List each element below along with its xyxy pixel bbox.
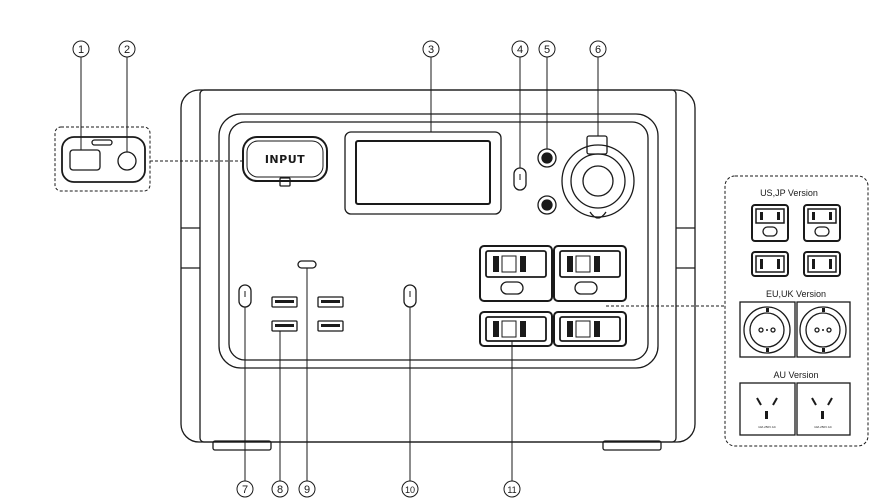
- callout-circle-5: [538, 40, 556, 58]
- callout-1: 1: [78, 44, 84, 56]
- input-detail-panel: [54, 126, 151, 192]
- callout-circle-3: [422, 40, 440, 58]
- input-label: INPUT: [265, 153, 305, 166]
- callouts: 1 2 3 4 5 6 7 8 9 10 11: [72, 40, 607, 498]
- callout-circle-1: [72, 40, 90, 58]
- housing-inner-line: [199, 89, 677, 443]
- front-panel-inner: [228, 121, 649, 361]
- callout-10: 10: [405, 485, 415, 495]
- callout-8: 8: [277, 484, 283, 496]
- callout-circle-10: [401, 480, 419, 498]
- callout-circle-9: [298, 480, 316, 498]
- callout-4: 4: [517, 44, 523, 56]
- usb-a-ports: [271, 296, 344, 332]
- callout-11: 11: [507, 485, 516, 495]
- foot-left: [212, 440, 272, 451]
- eu-uk-version-title: EU,UK Version: [766, 289, 826, 299]
- usb-c-port: [297, 260, 317, 269]
- ac-outlets: [479, 245, 627, 347]
- au-outlets: 10A 250V AC 10A 250V AC: [739, 382, 851, 436]
- us-jp-outlets: [751, 204, 841, 277]
- lcd-display: [344, 131, 502, 215]
- callout-circle-11: [503, 480, 521, 498]
- callout-circle-7: [236, 480, 254, 498]
- device-body: [180, 89, 696, 451]
- au-socket-text-left: 10A 250V AC: [758, 425, 777, 429]
- au-socket-text-right: 10A 250V AC: [814, 425, 833, 429]
- foot-right: [602, 440, 662, 451]
- callout-3: 3: [428, 44, 434, 56]
- au-version-title: AU Version: [773, 370, 818, 380]
- front-panel: [218, 113, 659, 369]
- outlet-version-panel: US,JP Version EU,UK Version: [724, 175, 869, 447]
- callout-circle-4: [511, 40, 529, 58]
- callout-5: 5: [544, 44, 550, 56]
- eu-uk-outlets: [739, 301, 851, 358]
- callout-6: 6: [595, 44, 601, 56]
- callout-7: 7: [242, 484, 248, 496]
- us-jp-version-title: US,JP Version: [760, 188, 818, 198]
- callout-circle-6: [589, 40, 607, 58]
- dc5521-ports: [537, 148, 557, 215]
- outer-housing: [180, 89, 696, 443]
- callout-circle-2: [118, 40, 136, 58]
- callout-circle-8: [271, 480, 289, 498]
- car-charger-socket: [561, 135, 635, 219]
- callout-9: 9: [304, 484, 310, 496]
- input-cover: INPUT: [242, 136, 328, 187]
- callout-2: 2: [124, 44, 130, 56]
